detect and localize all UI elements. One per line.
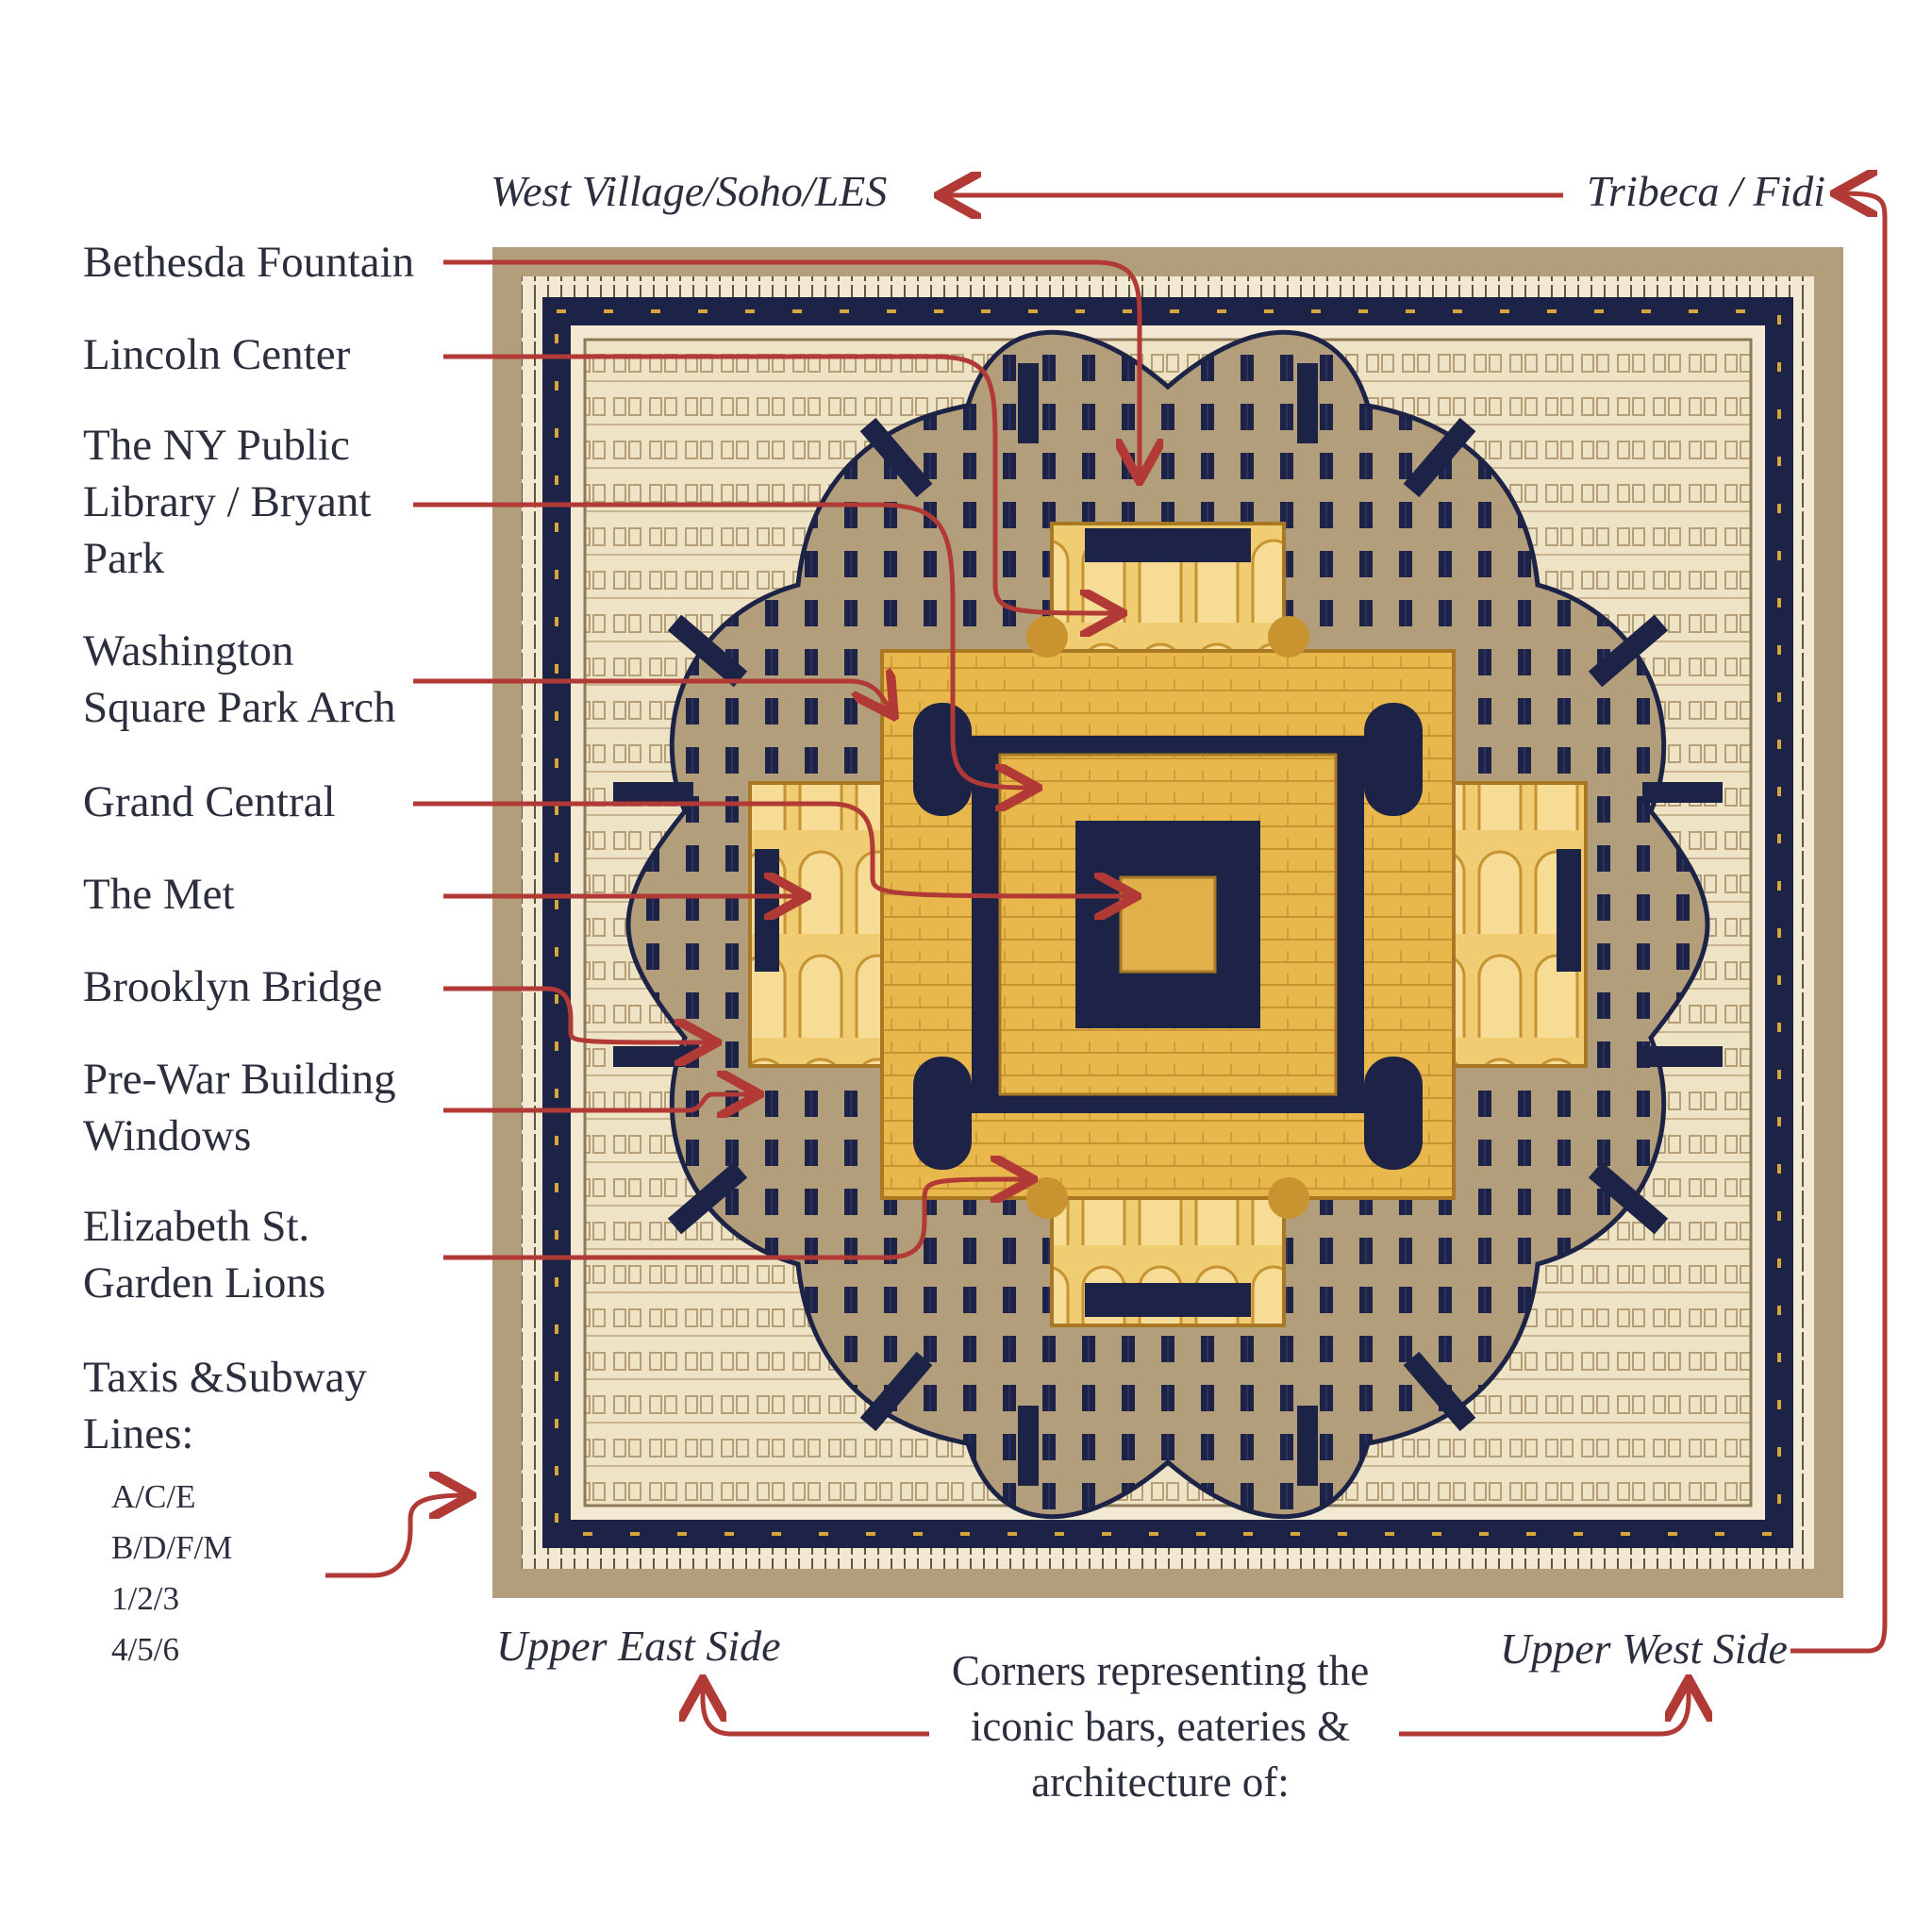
corner-label-bottom-left: Upper East Side (496, 1622, 781, 1670)
arrow-lions (443, 1179, 1028, 1260)
garden-lion-tr (1268, 616, 1309, 658)
arrow-prewar (443, 1094, 755, 1110)
fountain-center (1119, 875, 1217, 974)
subway-line: A/C/E (111, 1478, 196, 1515)
arrow-corners-right-bottom (1399, 1684, 1689, 1737)
subway-band (542, 297, 1793, 1548)
arrow-washington (413, 681, 891, 712)
label-taxis-subway: Taxis &Subway Lines: (83, 1353, 367, 1458)
label-washington-square-arch: Washington Square Park Arch (83, 626, 396, 732)
subway-lines-list: A/C/E B/D/F/M 1/2/3 4/5/6 (111, 1472, 232, 1675)
garden-lion-bl (1026, 1177, 1068, 1219)
arrow-corners-right (1790, 193, 1888, 1654)
corner-label-top-right: Tribeca / Fidi (1587, 167, 1825, 215)
corners-explanation-note: Corners representing the iconic bars, ea… (951, 1647, 1370, 1806)
garden-lion-tl (1026, 616, 1068, 658)
label-grand-central: Grand Central (83, 777, 336, 826)
label-brooklyn-bridge: Brooklyn Bridge (83, 962, 383, 1011)
arrow-lincoln (443, 354, 1118, 613)
label-ny-public-library: The NY Public Library / Bryant Park (83, 421, 372, 583)
label-bethesda-fountain: Bethesda Fountain (83, 238, 415, 287)
callout-arrows (325, 193, 1888, 1737)
gold-landmarks (748, 522, 1588, 1327)
garden-lion-br (1268, 1177, 1309, 1219)
arrow-subway (325, 1495, 467, 1578)
label-lincoln-center: Lincoln Center (83, 330, 351, 379)
subway-line: B/D/F/M (111, 1529, 233, 1566)
arrow-library (413, 502, 1033, 788)
arrow-brooklyn (443, 986, 712, 1042)
corner-label-top-left: West Village/Soho/LES (491, 167, 888, 215)
corner-label-bottom-right: Upper West Side (1500, 1624, 1788, 1673)
arrow-grand-central (413, 801, 1132, 896)
subway-line: 4/5/6 (111, 1631, 179, 1668)
label-prewar-windows: Pre-War Building Windows (83, 1055, 396, 1160)
label-garden-lions: Elizabeth St. Garden Lions (83, 1202, 326, 1307)
arrow-bethesda (443, 259, 1140, 476)
label-the-met: The Met (83, 870, 235, 919)
arrow-corners-left (703, 1684, 929, 1737)
subway-line: 1/2/3 (111, 1580, 179, 1617)
